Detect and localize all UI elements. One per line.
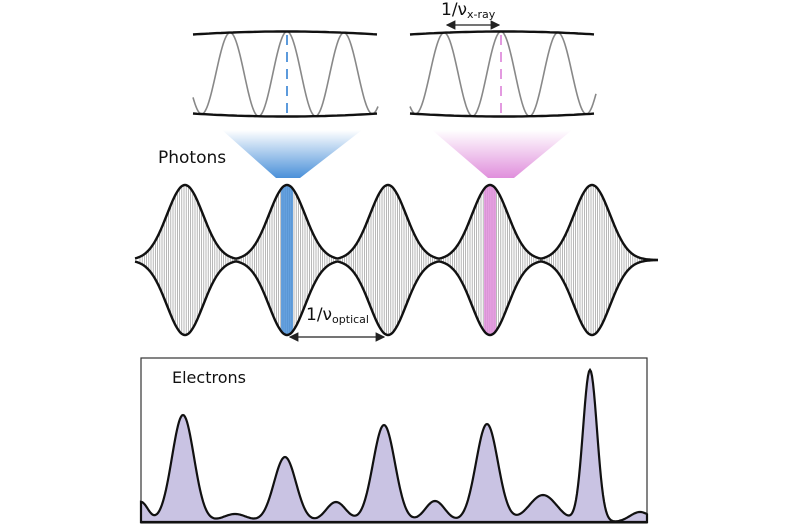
blue-xray-panel (192, 30, 379, 118)
blue-cone (222, 130, 362, 178)
pulse-envelope-bottom (134, 258, 658, 337)
xray-wave (192, 30, 379, 117)
electron-signal-curve (139, 367, 649, 524)
pink-cone (432, 130, 572, 178)
photons-label: Photons (158, 148, 227, 168)
xray-period-sub: x-ray (467, 8, 496, 21)
envelope-top (409, 30, 595, 36)
pink-xray-panel (409, 30, 597, 118)
pulse-envelope-top (134, 183, 658, 262)
xray-period-prefix: 1/ν (441, 0, 468, 20)
xray-period-label: 1/νx-ray (441, 0, 495, 21)
optical-period-prefix: 1/ν (306, 305, 333, 325)
optical-period-sub: optical (332, 313, 369, 326)
pink-slice (484, 186, 496, 334)
xray-wave (409, 30, 597, 117)
blue-slice (281, 186, 293, 334)
optical-period-label: 1/νoptical (306, 305, 369, 326)
xray-zoom-panels (192, 30, 597, 118)
envelope-bottom (192, 112, 378, 118)
optical-pulse-train (134, 183, 658, 337)
electrons-label: Electrons (172, 368, 246, 387)
envelope-top (192, 30, 378, 36)
envelope-bottom (409, 112, 595, 118)
